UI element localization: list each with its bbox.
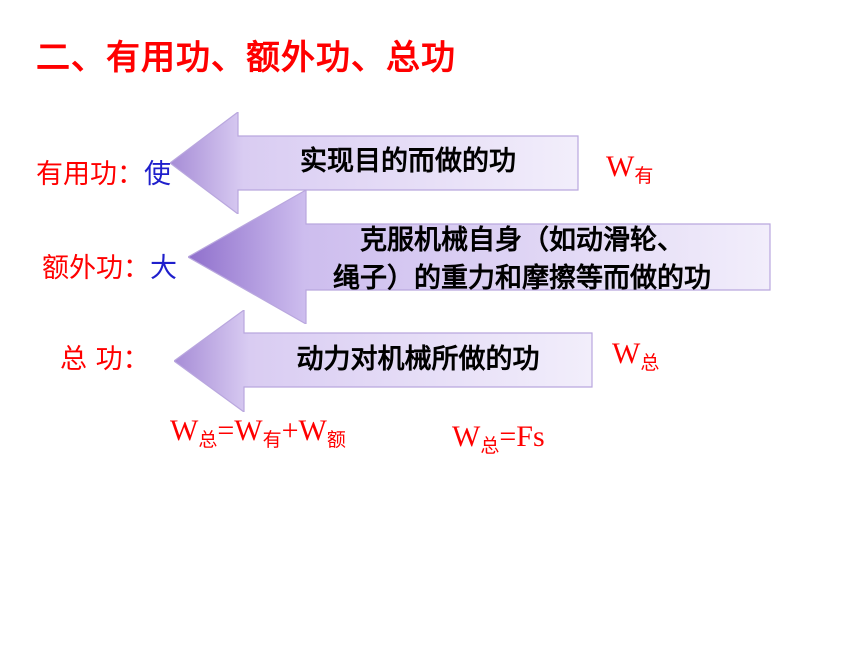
extra-work-label: 额外功： xyxy=(42,253,150,284)
useful-work-callout-text: 实现目的而做的功 xyxy=(300,146,516,177)
useful-work-partial: 使 xyxy=(144,159,171,190)
arrow-left-icon xyxy=(188,190,771,324)
symbol-subscript: 总 xyxy=(640,352,660,374)
extra-work-row: 额外功：大 xyxy=(42,246,177,285)
total-work-fs-formula: W总=Fs xyxy=(452,420,545,458)
formula-subscript: 总 xyxy=(198,429,218,451)
total-work-callout-text: 动力对机械所做的功 xyxy=(296,344,540,375)
arrow-left-icon xyxy=(174,310,593,412)
useful-work-symbol: W有 xyxy=(606,150,653,188)
total-work-symbol: W总 xyxy=(612,337,659,375)
formula-part: +W xyxy=(281,414,327,447)
formula-part: =Fs xyxy=(499,420,545,453)
formula-part: W xyxy=(452,420,481,453)
extra-work-callout-line1: 克服机械自身（如动滑轮、 xyxy=(360,225,684,256)
formula-part: =W xyxy=(217,414,263,447)
extra-work-partial: 大 xyxy=(150,253,177,284)
formula-part: W xyxy=(170,414,199,447)
symbol-base: W xyxy=(612,337,641,370)
formula-subscript: 额 xyxy=(326,429,346,451)
useful-work-row: 有用功：使 xyxy=(36,152,171,191)
total-work-callout: 动力对机械所做的功 xyxy=(174,310,594,412)
total-work-label: 总 功： xyxy=(60,344,150,375)
extra-work-callout: 克服机械自身（如动滑轮、 绳子）的重力和摩擦等而做的功 xyxy=(188,190,772,324)
useful-work-callout: 实现目的而做的功 xyxy=(170,112,580,214)
useful-work-label: 有用功： xyxy=(36,159,144,190)
extra-work-callout-line2: 绳子）的重力和摩擦等而做的功 xyxy=(333,263,711,294)
total-work-row: 总 功： xyxy=(60,337,150,376)
work-sum-formula: W总=W有+W额 xyxy=(170,414,346,452)
symbol-base: W xyxy=(606,150,635,183)
slide-title: 二、有用功、额外功、总功 xyxy=(36,38,456,78)
formula-subscript: 总 xyxy=(480,435,500,457)
symbol-subscript: 有 xyxy=(634,165,654,187)
formula-subscript: 有 xyxy=(262,429,282,451)
arrow-left-icon xyxy=(170,112,579,214)
